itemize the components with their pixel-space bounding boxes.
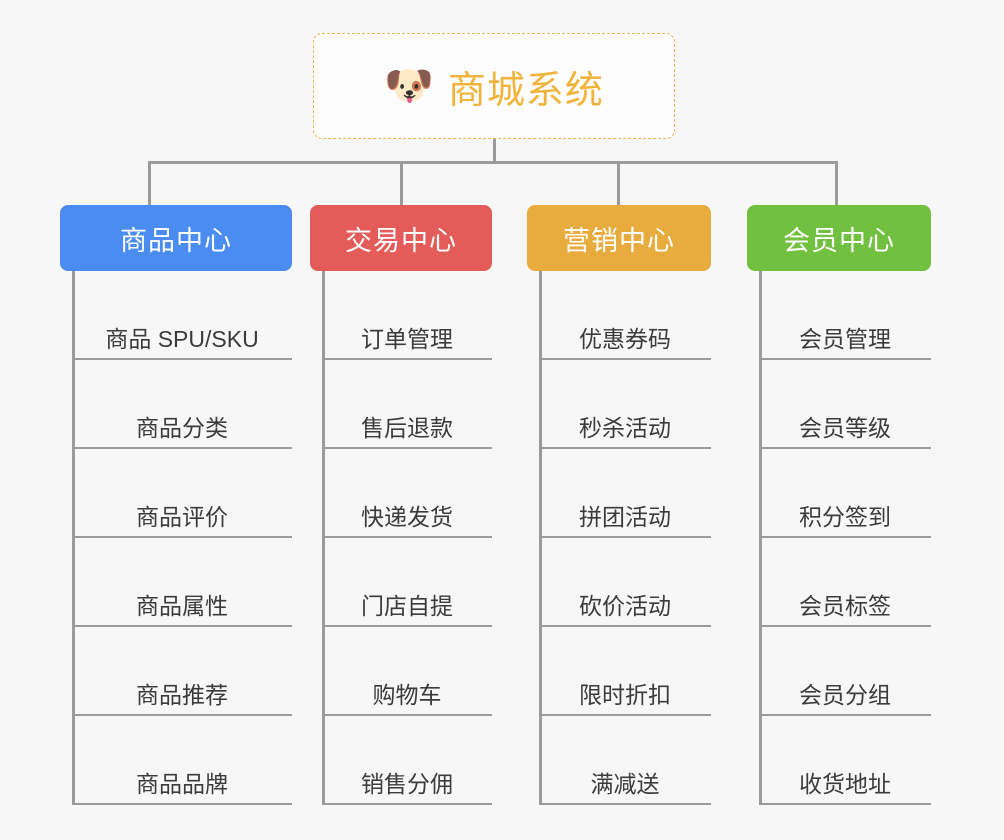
leaf-item[interactable]: 快递发货: [322, 449, 492, 538]
leaf-label: 会员标签: [799, 592, 891, 619]
connector-drop-3: [835, 161, 838, 207]
leaf-item[interactable]: 商品分类: [72, 360, 292, 449]
leaf-label: 订单管理: [361, 325, 453, 352]
leaf-label: 积分签到: [799, 503, 891, 530]
leaf-item[interactable]: 砍价活动: [539, 538, 711, 627]
leaf-item[interactable]: 商品推荐: [72, 627, 292, 716]
branch-header-0[interactable]: 商品中心: [60, 205, 292, 271]
leaf-label: 售后退款: [361, 414, 453, 441]
leaf-item[interactable]: 积分签到: [759, 449, 931, 538]
branch-商品中心: 商品中心 商品 SPU/SKU 商品分类 商品评价 商品属性 商品推荐 商品品牌: [60, 205, 292, 805]
leaf-label: 砍价活动: [579, 592, 671, 619]
leaf-item[interactable]: 限时折扣: [539, 627, 711, 716]
branch-trunk-2: [539, 271, 542, 805]
leaf-item[interactable]: 商品评价: [72, 449, 292, 538]
leaf-item[interactable]: 订单管理: [322, 271, 492, 360]
leaf-label: 会员分组: [799, 681, 891, 708]
leaf-label: 优惠券码: [579, 325, 671, 352]
connector-drop-0: [148, 161, 151, 207]
branch-header-2[interactable]: 营销中心: [527, 205, 711, 271]
shiba-dog-face-icon: 🐶: [384, 64, 434, 108]
leaf-item[interactable]: 优惠券码: [539, 271, 711, 360]
branch-trunk-0: [72, 271, 75, 805]
branch-body-1: 订单管理 售后退款 快递发货 门店自提 购物车 销售分佣: [310, 271, 492, 805]
leaf-label: 商品 SPU/SKU: [105, 325, 259, 352]
leaf-label: 门店自提: [361, 592, 453, 619]
branch-body-3: 会员管理 会员等级 积分签到 会员标签 会员分组 收货地址: [747, 271, 931, 805]
connector-horizontal-bus: [148, 161, 838, 164]
leaf-item[interactable]: 会员管理: [759, 271, 931, 360]
leaf-item[interactable]: 秒杀活动: [539, 360, 711, 449]
connector-root-stem: [493, 139, 496, 163]
branch-trunk-1: [322, 271, 325, 805]
leaf-label: 满减送: [590, 770, 660, 797]
leaf-item[interactable]: 满减送: [539, 716, 711, 805]
leaf-label: 购物车: [372, 681, 442, 708]
leaf-label: 商品推荐: [136, 681, 228, 708]
root-title: 商城系统: [447, 69, 604, 112]
branch-body-2: 优惠券码 秒杀活动 拼团活动 砍价活动 限时折扣 满减送: [527, 271, 711, 805]
branch-交易中心: 交易中心 订单管理 售后退款 快递发货 门店自提 购物车 销售分佣: [310, 205, 492, 805]
leaf-item[interactable]: 门店自提: [322, 538, 492, 627]
leaf-label: 商品品牌: [136, 770, 228, 797]
branch-body-0: 商品 SPU/SKU 商品分类 商品评价 商品属性 商品推荐 商品品牌: [60, 271, 292, 805]
leaf-item[interactable]: 会员分组: [759, 627, 931, 716]
leaf-item[interactable]: 会员标签: [759, 538, 931, 627]
leaf-item[interactable]: 会员等级: [759, 360, 931, 449]
leaf-item[interactable]: 拼团活动: [539, 449, 711, 538]
branch-title-3: 会员中心: [783, 225, 895, 256]
leaf-item[interactable]: 售后退款: [322, 360, 492, 449]
branch-营销中心: 营销中心 优惠券码 秒杀活动 拼团活动 砍价活动 限时折扣 满减送: [527, 205, 711, 805]
branch-header-1[interactable]: 交易中心: [310, 205, 492, 271]
leaf-label: 商品分类: [136, 414, 228, 441]
branch-trunk-3: [759, 271, 762, 805]
leaf-item[interactable]: 商品属性: [72, 538, 292, 627]
leaf-label: 拼团活动: [579, 503, 671, 530]
leaf-item[interactable]: 商品 SPU/SKU: [72, 271, 292, 360]
branch-title-0: 商品中心: [120, 225, 232, 256]
connector-drop-2: [617, 161, 620, 207]
branch-title-2: 营销中心: [563, 225, 675, 256]
leaf-label: 销售分佣: [361, 770, 453, 797]
leaf-item[interactable]: 销售分佣: [322, 716, 492, 805]
root-node[interactable]: 🐶 商城系统: [313, 33, 675, 139]
leaf-label: 商品属性: [136, 592, 228, 619]
leaf-label: 快递发货: [361, 503, 453, 530]
leaf-label: 会员管理: [799, 325, 891, 352]
leaf-label: 会员等级: [799, 414, 891, 441]
leaf-item[interactable]: 商品品牌: [72, 716, 292, 805]
leaf-item[interactable]: 收货地址: [759, 716, 931, 805]
branch-header-3[interactable]: 会员中心: [747, 205, 931, 271]
connector-drop-1: [400, 161, 403, 207]
leaf-label: 限时折扣: [579, 681, 671, 708]
branch-title-1: 交易中心: [345, 225, 457, 256]
leaf-label: 商品评价: [136, 503, 228, 530]
branch-会员中心: 会员中心 会员管理 会员等级 积分签到 会员标签 会员分组 收货地址: [747, 205, 931, 805]
leaf-label: 收货地址: [799, 770, 891, 797]
leaf-label: 秒杀活动: [579, 414, 671, 441]
leaf-item[interactable]: 购物车: [322, 627, 492, 716]
